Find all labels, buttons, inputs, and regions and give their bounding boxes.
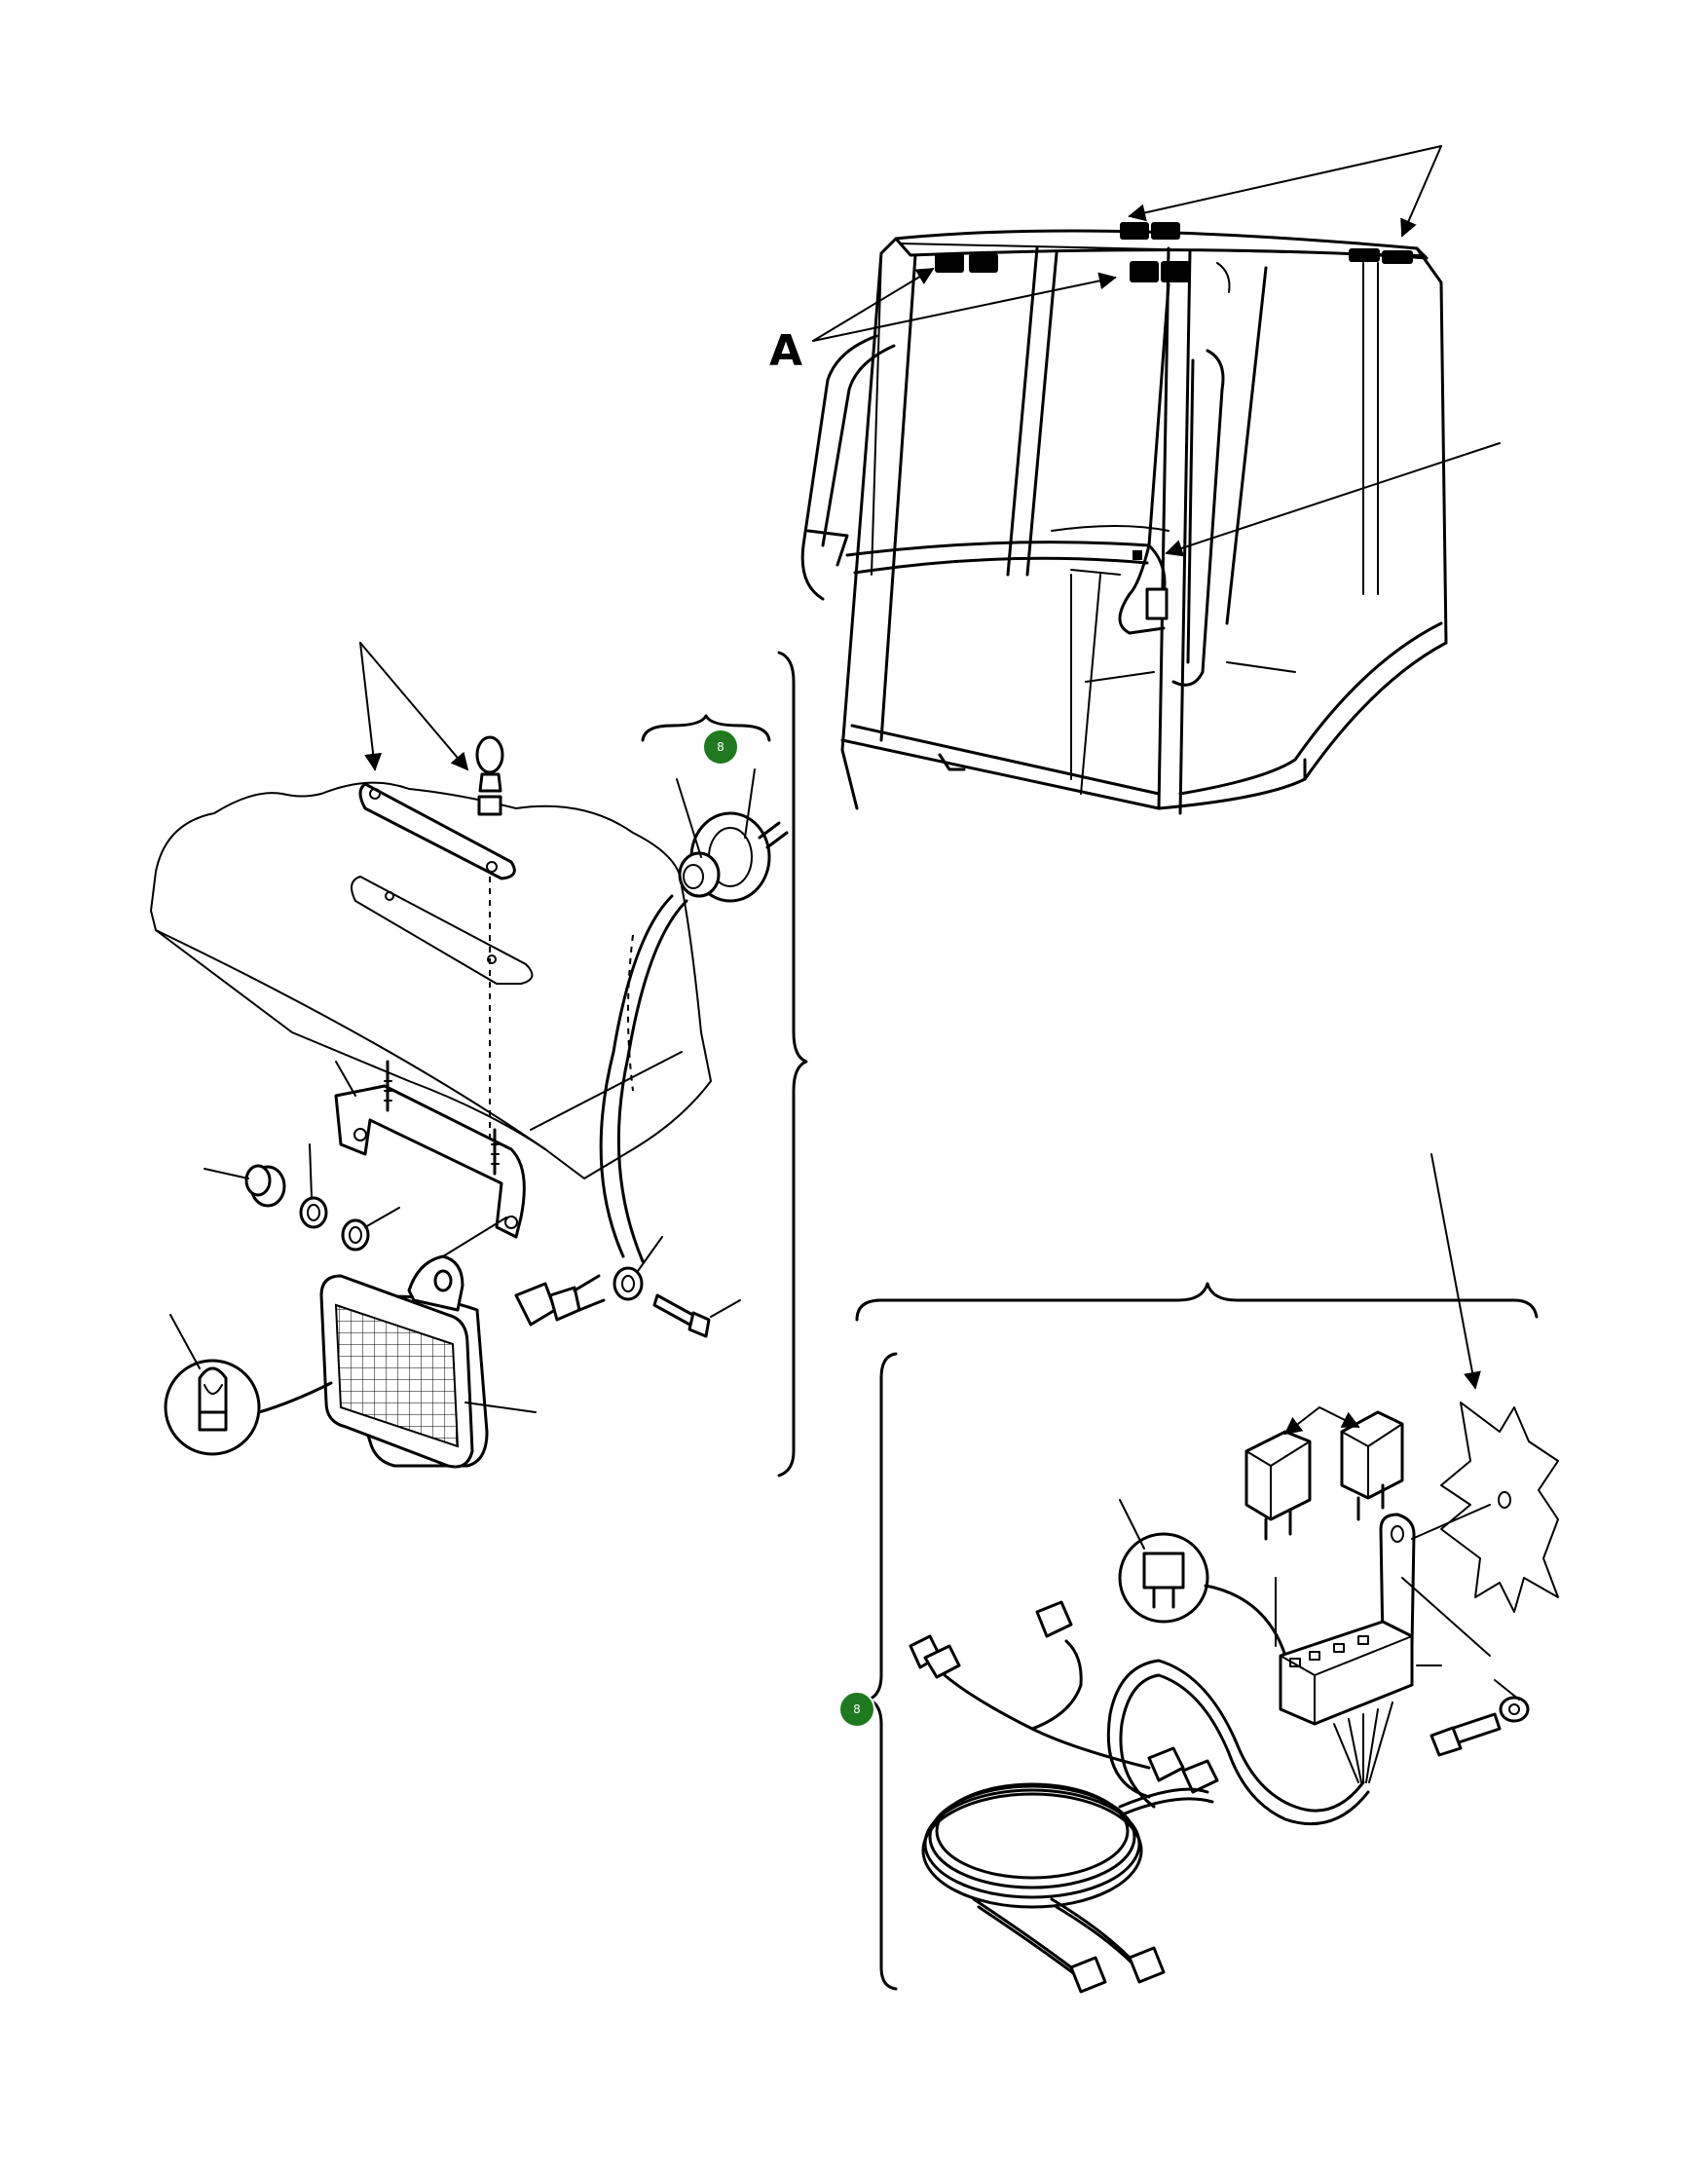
callout-label-a: A [769, 326, 802, 376]
badge-bottom: 8 [838, 1691, 875, 1728]
badge-top: 8 [702, 729, 739, 766]
work-lamp-assembly [150, 642, 789, 1469]
harness-relay-kit [855, 1153, 1559, 1994]
badge-top-text: 8 [717, 740, 724, 754]
right-brace-left-assembly [777, 651, 808, 1477]
badge-bottom-text: 8 [853, 1702, 861, 1716]
cab-illustration: A [769, 145, 1501, 815]
